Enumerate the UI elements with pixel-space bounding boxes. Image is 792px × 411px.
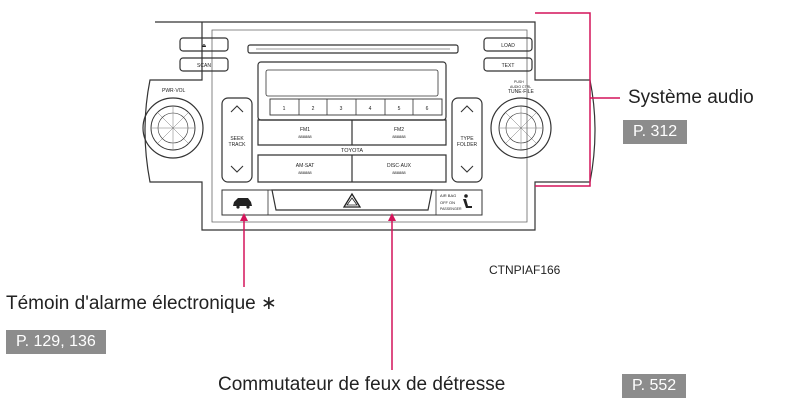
disc-aux-dots: 888888 — [392, 170, 406, 175]
hazard-switch-label: Commutateur de feux de détresse — [218, 374, 506, 395]
type-label: TYPE — [460, 136, 474, 142]
scan-button[interactable]: SCAN — [197, 63, 211, 69]
audio-system-label: Système audio — [628, 87, 754, 108]
alarm-indicator-icon — [233, 198, 252, 209]
preset-1-button[interactable]: 1 — [283, 106, 286, 112]
hazard-triangle-icon — [342, 192, 362, 208]
audio-ctrl-label: AUDIO CTRL — [510, 85, 531, 89]
push-label: PUSH — [514, 80, 524, 84]
passenger-label: PASSENGER — [440, 207, 462, 211]
brand-label: TOYOTA — [341, 148, 363, 154]
fm2-dots: 888888 — [392, 134, 406, 139]
airbag-seat-icon — [463, 194, 472, 208]
fm1-button[interactable]: FM1 — [300, 127, 310, 133]
disc-aux-button[interactable]: DISC·AUX — [387, 163, 412, 169]
image-code: CTNPIAF166 — [489, 263, 561, 277]
text-button[interactable]: TEXT — [502, 63, 515, 69]
airbag-label: AIR BAG — [440, 193, 456, 198]
preset-6-button[interactable]: 6 — [426, 106, 429, 112]
preset-4-button[interactable]: 4 — [369, 106, 372, 112]
pwr-vol-label: PWR·VOL — [162, 88, 186, 94]
airbag-off-label: OFF — [440, 200, 449, 205]
tune-file-label: TUNE·FILE — [508, 89, 535, 95]
eject-button[interactable]: ⏏ — [202, 43, 207, 49]
alarm-page-ref: P. 129, 136 — [6, 330, 106, 354]
preset-3-button[interactable]: 3 — [340, 106, 343, 112]
track-label: TRACK — [229, 142, 247, 148]
folder-label: FOLDER — [457, 142, 478, 148]
airbag-on-label: ON — [449, 200, 455, 205]
preset-5-button[interactable]: 5 — [398, 106, 401, 112]
hazard-page-ref: P. 552 — [622, 374, 687, 398]
seek-label: SEEK — [230, 136, 244, 142]
audio-page-ref: P. 312 — [623, 120, 688, 144]
fm2-button[interactable]: FM2 — [394, 127, 404, 133]
fm1-dots: 888888 — [298, 134, 312, 139]
audio-callout-bracket — [535, 12, 591, 187]
am-sat-dots: 888888 — [298, 170, 312, 175]
preset-2-button[interactable]: 2 — [312, 106, 315, 112]
alarm-indicator-label: Témoin d'alarme électronique ∗ — [6, 293, 277, 314]
am-sat-button[interactable]: AM·SAT — [296, 163, 315, 169]
load-button[interactable]: LOAD — [501, 43, 515, 49]
